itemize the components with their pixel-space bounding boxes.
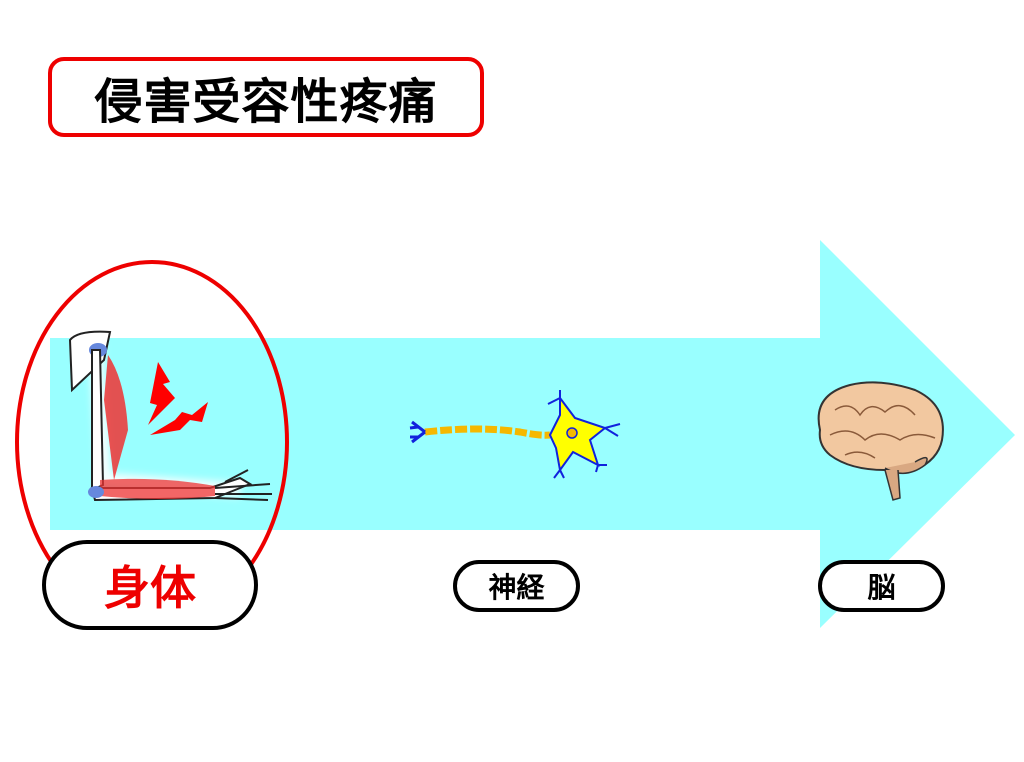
stage-label-nerve: 神経	[453, 560, 580, 612]
neuron-icon	[409, 390, 621, 479]
page-title: 侵害受容性疼痛	[48, 57, 484, 137]
brain-icon	[817, 381, 944, 501]
pain-lightning-icon	[148, 362, 208, 435]
stage-label-brain: 脳	[818, 560, 945, 612]
stage-label-body: 身体	[42, 540, 258, 630]
arm-muscle-illustration	[68, 330, 272, 502]
